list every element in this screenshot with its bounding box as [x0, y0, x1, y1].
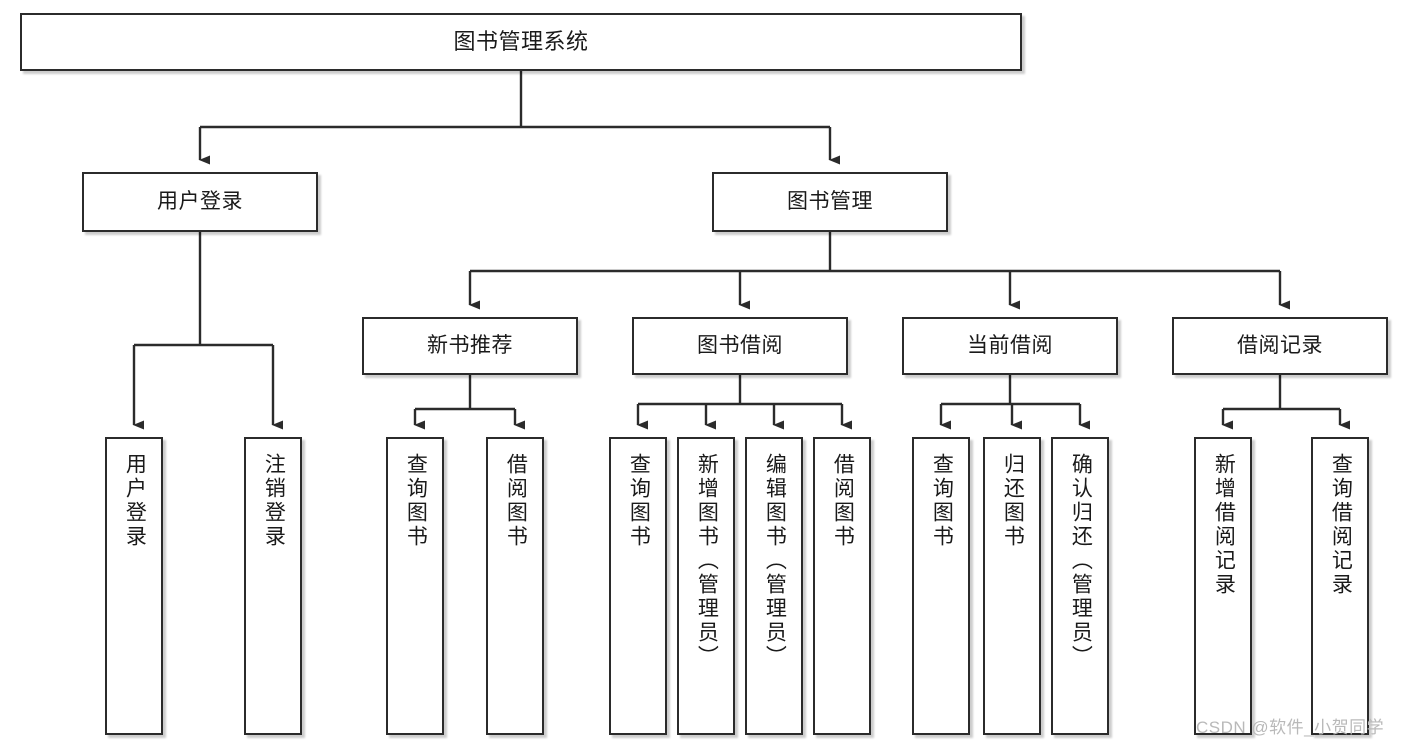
node-label: 用户登录 [157, 189, 243, 213]
node-leaf-borrow-lend[interactable]: 借阅图书 [813, 437, 871, 735]
node-label: 用户登录 [123, 453, 147, 549]
node-label: 图书管理系统 [453, 29, 589, 55]
node-leaf-cur-return[interactable]: 归还图书 [983, 437, 1041, 735]
node-label: 借阅图书 [504, 453, 528, 549]
node-leaf-rec-add[interactable]: 新增借阅记录 [1194, 437, 1252, 735]
node-new-book-rec[interactable]: 新书推荐 [362, 317, 578, 375]
node-borrow-record[interactable]: 借阅记录 [1172, 317, 1388, 375]
node-label: 归还图书 [1001, 453, 1025, 549]
node-label: 图书管理 [787, 189, 873, 213]
node-label: 借阅记录 [1237, 333, 1323, 357]
node-label: 确认归还（管理员） [1069, 453, 1093, 669]
node-label: 当前借阅 [967, 333, 1053, 357]
node-leaf-rec-query[interactable]: 查询图书 [386, 437, 444, 735]
node-leaf-user-login[interactable]: 用户登录 [105, 437, 163, 735]
node-label: 借阅图书 [831, 453, 855, 549]
node-label: 新增借阅记录 [1212, 453, 1236, 597]
node-leaf-borrow-add[interactable]: 新增图书（管理员） [677, 437, 735, 735]
node-book-borrow[interactable]: 图书借阅 [632, 317, 848, 375]
node-label: 查询图书 [627, 453, 651, 549]
node-leaf-cur-confirm[interactable]: 确认归还（管理员） [1051, 437, 1109, 735]
node-book-manage[interactable]: 图书管理 [712, 172, 948, 232]
node-label: 编辑图书（管理员） [763, 453, 787, 669]
node-label: 查询图书 [930, 453, 954, 549]
node-label: 查询图书 [404, 453, 428, 549]
node-user-login[interactable]: 用户登录 [82, 172, 318, 232]
node-leaf-cur-query[interactable]: 查询图书 [912, 437, 970, 735]
node-leaf-user-logout[interactable]: 注销登录 [244, 437, 302, 735]
node-label: 新增图书（管理员） [695, 453, 719, 669]
node-current-borrow[interactable]: 当前借阅 [902, 317, 1118, 375]
node-leaf-borrow-edit[interactable]: 编辑图书（管理员） [745, 437, 803, 735]
node-label: 注销登录 [262, 453, 286, 549]
node-label: 新书推荐 [427, 333, 513, 357]
node-label: 图书借阅 [697, 333, 783, 357]
node-leaf-rec-borrow[interactable]: 借阅图书 [486, 437, 544, 735]
node-leaf-rec-search[interactable]: 查询借阅记录 [1311, 437, 1369, 735]
node-leaf-borrow-query[interactable]: 查询图书 [609, 437, 667, 735]
node-label: 查询借阅记录 [1329, 453, 1353, 597]
node-root[interactable]: 图书管理系统 [20, 13, 1022, 71]
